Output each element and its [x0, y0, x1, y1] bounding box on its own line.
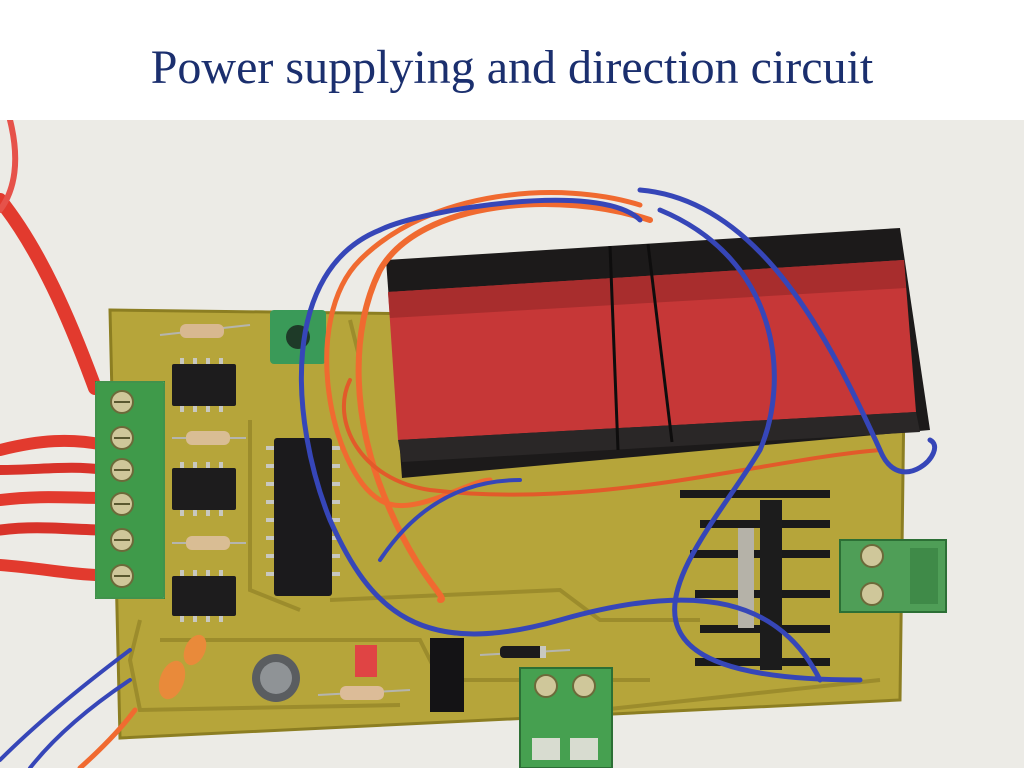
- terminal-block-bottom: [519, 667, 613, 768]
- connecting-wires: [0, 187, 938, 768]
- ic-chips-small: [172, 358, 236, 622]
- circuit-board-photo: [0, 120, 1024, 768]
- terminal-block-left: [95, 381, 165, 599]
- capacitors: [158, 634, 377, 702]
- heat-sink: [680, 490, 830, 670]
- diode: [479, 646, 571, 658]
- trimmer-potentiometer: [270, 310, 326, 364]
- left-red-wires: [0, 120, 111, 581]
- resistors: [159, 324, 411, 700]
- voltage-regulator: [430, 638, 464, 712]
- slide-title: Power supplying and direction circuit: [150, 41, 874, 94]
- terminal-block-right: [839, 539, 947, 613]
- photo-canvas: [0, 120, 1024, 768]
